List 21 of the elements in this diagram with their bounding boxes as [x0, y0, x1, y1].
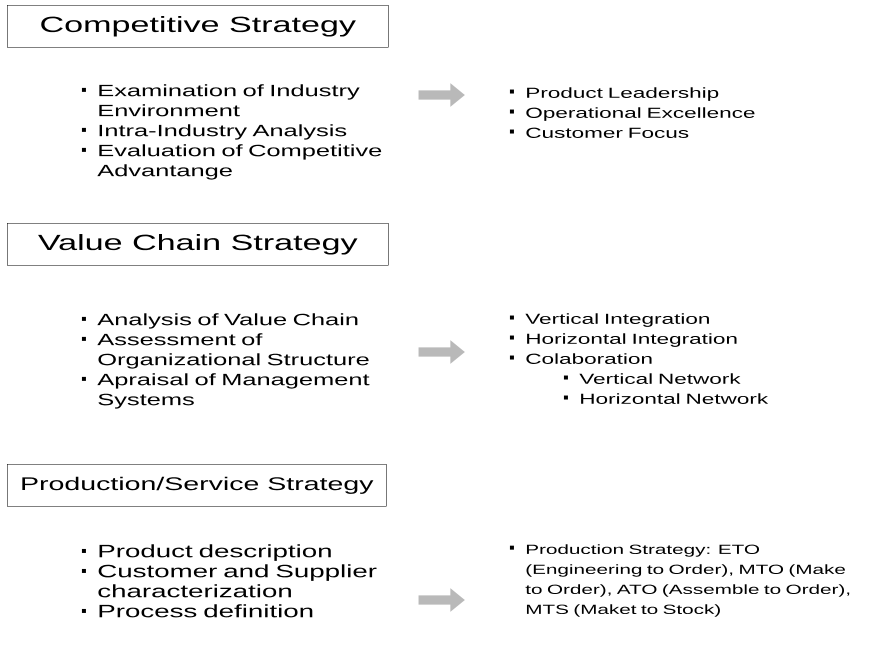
title-box: Competitive Strategy: [7, 5, 389, 48]
list-item: Process definition: [100, 604, 312, 618]
list-item: Analysis of Value Chain: [97, 313, 358, 329]
list-item: Apraisal of Management Systems: [97, 373, 370, 409]
list-item: Intra-Industry Analysis: [100, 124, 346, 140]
list-item: Horizontal Integration: [527, 333, 736, 347]
list-item: Production Strategy: ETO (Engineering to Order), MTO (Make to Order), ATO (Assemble to Order), MTS (Maket to Stock): [526, 544, 850, 617]
list-item: Customer and Supplier characterization: [98, 564, 376, 598]
list-item: Vertical Integration: [525, 313, 709, 327]
list-item: Customer Focus: [526, 128, 688, 138]
list-item: Product Leadership: [527, 87, 718, 101]
list-item: Evaluation of Competitive Advantange: [97, 144, 382, 180]
list-item: Assessment of Organizational Structure: [97, 333, 369, 369]
list-item: Operational Excellence: [526, 107, 754, 121]
list-item: Product description: [100, 544, 331, 561]
list-item: Horizontal Network: [581, 393, 768, 404]
list-item: Colaboration: [526, 353, 652, 364]
title-box: Value Chain Strategy: [7, 223, 389, 266]
title-box: Production/Service Strategy: [7, 464, 387, 507]
list-item: Examination of Industry Environment: [99, 84, 360, 116]
list-item: Vertical Network: [579, 373, 741, 384]
